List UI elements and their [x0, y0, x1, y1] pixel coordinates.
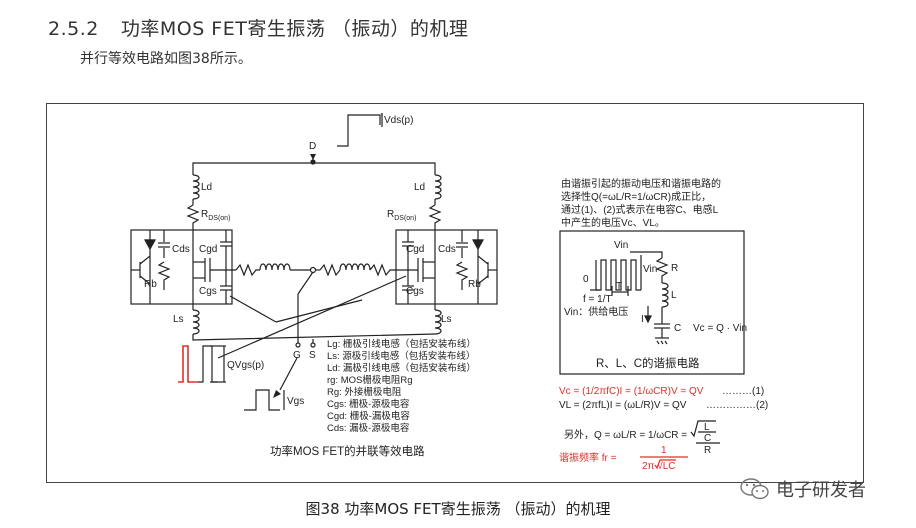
component-legend: Lg: 栅极引线电感（包括安装布线） Ls: 源极引线电感（包括安装布线） Ld…	[327, 338, 476, 434]
description-line: 由谐振引起的振动电压和谐振电路的	[561, 177, 721, 190]
legend-line: Cds: 漏极-源极电容	[327, 422, 410, 434]
fr-numerator: 1	[661, 445, 667, 456]
resonance-box	[559, 230, 745, 375]
rds-left-resistor	[186, 204, 200, 230]
gate-terminal	[295, 342, 301, 348]
supply-voltage-label: Vin：供给电压	[564, 305, 628, 318]
watermark: 电子研发者	[740, 476, 866, 502]
vc-equation-1: Vc = (1/2πfC)I = (1/ωCR)V = QV	[559, 386, 704, 397]
rds-right-resistor	[428, 204, 442, 230]
description-line: 通过(1)、(2)式表示在电容C、电感L	[561, 203, 719, 216]
q-l: L	[704, 422, 710, 433]
right-module-outline	[395, 229, 498, 305]
cds-right-label: Cds	[438, 244, 456, 255]
drain-label: D	[309, 141, 316, 152]
c-label: C	[674, 323, 681, 334]
cds-left-label: Cds	[172, 244, 190, 255]
l-label: L	[671, 290, 677, 301]
ls-left-label: Ls	[173, 314, 184, 325]
q-equation: 另外，Q = ωL/R = 1/ωCR =	[564, 429, 687, 441]
circuit-caption: 功率MOS FET的并联等效电路	[270, 444, 425, 458]
legend-line: Rg: 外接栅极电阻	[327, 386, 402, 398]
cgs-right-label: Cgs	[406, 286, 424, 297]
cgd-right-label: Cgd	[406, 244, 424, 255]
section-title: 功率MOS FET寄生振荡 （振动）的机理	[120, 18, 469, 40]
ld-left-coil	[192, 174, 200, 200]
q-c: C	[704, 433, 711, 444]
rb-left-label: Rb	[144, 279, 157, 290]
cgs-left-label: Cgs	[199, 286, 217, 297]
vgs-label: Vgs	[287, 396, 304, 407]
cgd-left-label: Cgd	[199, 244, 217, 255]
ls-right-label: Ls	[441, 314, 452, 325]
qvgs-label: QVgs(p)	[227, 360, 264, 371]
ld-left-label: Ld	[201, 182, 212, 193]
legend-line: Lg: 栅极引线电感（包括安装布线）	[327, 338, 476, 350]
rds-left-label: RDS(on)	[201, 209, 230, 222]
rg-left-resistor	[235, 263, 260, 277]
period-label: T	[616, 281, 622, 292]
vds-label: Vds(p)	[384, 115, 413, 126]
vc-equation: Vc = Q · Vin	[693, 323, 747, 334]
figure-frame	[46, 103, 864, 483]
ls-right-coil	[434, 309, 442, 335]
source-label: S	[309, 350, 316, 361]
resonance-description: 由谐振引起的振动电压和谐振电路的 选择性Q(=ωL/R=1/ωCR)成正比， 通…	[561, 177, 721, 229]
source-terminal	[310, 342, 316, 348]
legend-line: rg: MOS栅极电阻Rg	[327, 374, 413, 386]
legend-line: Ls: 源极引线电感（包括安装布线）	[327, 350, 475, 362]
legend-line: Cgd: 栅极-漏极电容	[327, 410, 410, 422]
vin-top-label: Vin	[614, 240, 628, 251]
vds-pulse	[337, 113, 383, 147]
ls-left-coil	[192, 309, 200, 335]
rg-center-resistor	[319, 263, 341, 277]
eq2-tag: ……………(2)	[706, 400, 768, 411]
watermark-text: 电子研发者	[776, 480, 866, 501]
section-heading: 2.5.2 功率MOS FET寄生振荡 （振动）的机理	[48, 14, 468, 41]
rb-right-label: Rb	[468, 279, 481, 290]
fr-label: 谐振频率 fr =	[559, 451, 617, 464]
rds-right-label: RDS(on)	[387, 209, 416, 222]
wechat-icon	[740, 478, 769, 500]
top-rail	[192, 162, 436, 175]
frequency-label: f = 1/T	[583, 294, 612, 305]
description-line: 中产生的电压Vc、VL。	[561, 216, 665, 229]
gate-center-node	[309, 266, 317, 274]
intro-text: 并行等效电路如图38所示。	[80, 51, 252, 67]
ld-right-coil	[434, 174, 442, 200]
vl-equation-2: VL = (2πfL)I = (ωL/R)V = QV	[559, 400, 687, 411]
eq1-tag: ………(1)	[722, 386, 764, 397]
figure-caption: 图38 功率MOS FET寄生振荡 （振动）的机理	[305, 500, 611, 518]
gate-label: G	[293, 350, 301, 361]
q-r: R	[704, 445, 711, 456]
left-module-outline	[130, 229, 233, 305]
current-label: I	[641, 314, 644, 325]
lg-right-coil	[339, 263, 371, 271]
vin-mid-label: Vin	[643, 264, 657, 275]
lg-left-coil	[259, 263, 291, 271]
fr-denominator: 2π √LC	[642, 460, 676, 472]
description-line: 选择性Q(=ωL/R=1/ωCR)成正比，	[561, 190, 711, 203]
legend-line: Cgs: 栅极-源极电容	[327, 398, 410, 410]
legend-line: Ld: 漏极引线电感（包括安装布线）	[327, 362, 476, 374]
ld-right-label: Ld	[414, 182, 425, 193]
r-label: R	[671, 263, 678, 274]
resonance-box-caption: R、L、C的谐振电路	[596, 356, 700, 370]
zero-label: 0	[583, 274, 589, 285]
section-number: 2.5.2	[48, 18, 99, 40]
